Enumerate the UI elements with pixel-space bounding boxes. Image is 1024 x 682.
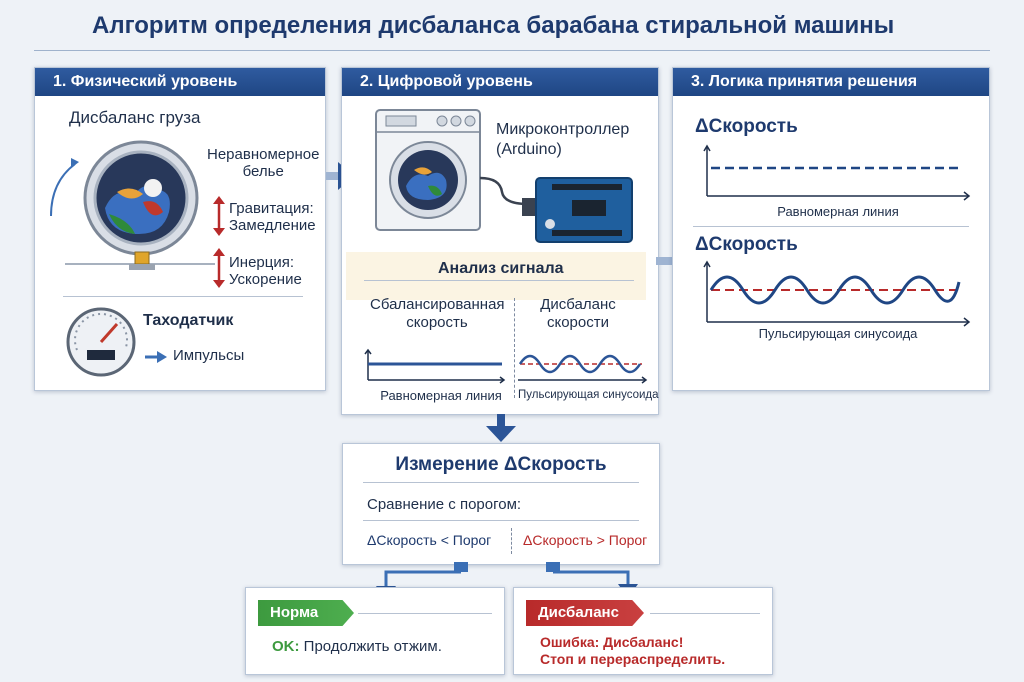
- panel-physical: 1. Физический уровень Дисбаланс груза Не…: [34, 67, 326, 391]
- balanced-signal-chart: [364, 348, 506, 384]
- arduino-board-icon: [522, 177, 633, 243]
- uniform-line-label-2: Равномерная линия: [777, 204, 899, 219]
- panel-digital: 2. Цифровой уровень Микроконтроллер (Ard…: [341, 67, 659, 415]
- norm-text: Продолжить отжим.: [303, 638, 442, 655]
- gravity-label: Гравитация: Замедление: [229, 200, 316, 234]
- compare-divider: [363, 520, 639, 521]
- inertia-label: Инерция: Ускорение: [229, 254, 302, 288]
- tacho-label: Таходатчик: [143, 312, 234, 329]
- cable-icon: [479, 176, 529, 206]
- delta-speed-label-2: ΔСкорость: [695, 234, 798, 255]
- panel-divider: [63, 296, 303, 297]
- delta-speed-label-1: ΔСкорость: [695, 116, 798, 137]
- imbalance-message: Ошибка: Дисбаланс! Стоп и перераспредели…: [540, 634, 726, 667]
- panel3-divider: [693, 226, 969, 227]
- measurement-box: Измерение ΔСкорость Сравнение с порогом:…: [342, 443, 660, 565]
- greater-than-threshold: ΔСкорость > Порог: [523, 532, 648, 548]
- pulsing-sine-label: Пульсирующая синусоида: [518, 389, 659, 401]
- uneven-laundry-label: Неравномерное белье: [207, 146, 320, 180]
- title-divider: [34, 50, 990, 51]
- uniform-delta-chart: [703, 144, 971, 201]
- pulsing-delta-chart: [703, 260, 971, 327]
- balanced-speed-label: Сбалансированная скорость: [370, 296, 505, 331]
- norm-message: OK: Продолжить отжим.: [272, 638, 442, 655]
- measurement-title: Измерение ΔСкорость: [395, 454, 607, 475]
- inertia-arrow-icon: [213, 248, 225, 288]
- load-imbalance-label: Дисбаланс груза: [69, 108, 201, 127]
- analysis-highlight: [346, 252, 646, 300]
- norm-badge: Норма: [258, 600, 354, 626]
- measurement-divider: [363, 482, 639, 483]
- imbalance-badge: Дисбаланс: [526, 600, 644, 626]
- measurement-split: [511, 528, 512, 554]
- norm-divider: [358, 613, 492, 614]
- imbalance-signal-chart: [518, 354, 648, 384]
- imbalance-speed-label: Дисбаланс скорости: [540, 296, 616, 331]
- panel-digital-header: 2. Цифровой уровень: [342, 68, 658, 96]
- analysis-divider: [364, 280, 634, 281]
- mcu-label: Микроконтроллер (Arduino): [496, 121, 630, 158]
- pulses-label: Импульсы: [173, 347, 245, 364]
- imbalance-box: Дисбаланс Ошибка: Дисбаланс! Стоп и пере…: [513, 587, 773, 675]
- panel-physical-header: 1. Физический уровень: [35, 68, 325, 96]
- gravity-arrow-icon: [213, 196, 225, 236]
- drum-icon: [50, 140, 215, 270]
- flow-arrow-2-measure: [486, 414, 516, 442]
- compare-label: Сравнение с порогом:: [367, 496, 522, 513]
- arrow-right-icon: [145, 351, 167, 363]
- panel-decision-header: 3. Логика принятия решения: [673, 68, 989, 96]
- panel-decision: 3. Логика принятия решения ΔСкорость Рав…: [672, 67, 990, 391]
- uniform-line-label: Равномерная линия: [380, 388, 502, 403]
- norm-box: Норма OK: Продолжить отжим.: [245, 587, 505, 675]
- analysis-split: [514, 298, 515, 398]
- washing-machine-icon: [375, 109, 481, 231]
- less-than-threshold: ΔСкорость < Порог: [367, 532, 492, 548]
- page-title: Алгоритм определения дисбаланса барабана…: [92, 12, 895, 39]
- pulsing-sine-label-2: Пульсирующая синусоида: [758, 326, 918, 341]
- analysis-label: Анализ сигнала: [438, 260, 564, 277]
- ok-label: OK:: [272, 638, 300, 655]
- tachometer-icon: [66, 307, 136, 377]
- imbalance-divider: [650, 613, 760, 614]
